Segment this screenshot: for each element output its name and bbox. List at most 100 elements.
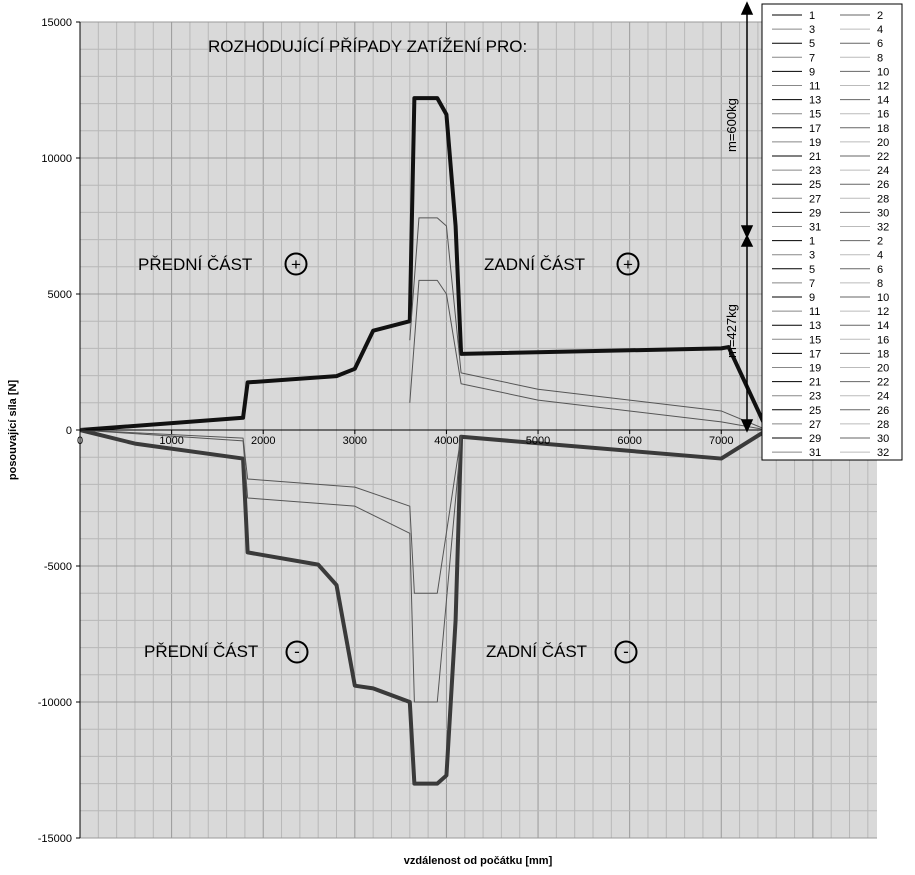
legend-label: 6 xyxy=(877,264,883,276)
legend-label: 15 xyxy=(809,334,821,346)
legend-label: 9 xyxy=(809,66,815,78)
legend-label: 4 xyxy=(877,24,883,36)
series-line-max-600kg xyxy=(79,96,769,432)
legend-label: 32 xyxy=(877,222,889,234)
legend-label: 1 xyxy=(809,236,815,248)
chart-title: ROZHODUJÍCÍ PŘÍPADY ZATÍŽENÍ PRO: xyxy=(208,37,527,56)
series-line-thin-inner xyxy=(79,429,462,594)
legend-label: 23 xyxy=(809,391,821,403)
minus-circle-icon: - xyxy=(285,640,309,664)
legend-label: 27 xyxy=(809,419,821,431)
legend-label: 11 xyxy=(809,81,820,93)
legend-label: 19 xyxy=(809,137,821,149)
legend-label: 7 xyxy=(809,278,815,290)
legend-label: 20 xyxy=(877,363,889,375)
legend-label: 31 xyxy=(809,222,821,234)
legend-label: 26 xyxy=(877,405,889,417)
legend-label: 5 xyxy=(809,264,815,276)
legend-label: 9 xyxy=(809,292,815,304)
legend-label: 32 xyxy=(877,447,889,459)
legend-label: 25 xyxy=(809,179,821,191)
legend-label: 10 xyxy=(877,292,889,304)
legend-label: 11 xyxy=(809,306,820,318)
legend-label: 8 xyxy=(877,278,883,290)
x-tick-label: 5000 xyxy=(526,435,550,447)
series-line-thin-inner xyxy=(79,429,462,703)
mass-427-label: m=427kg xyxy=(724,304,739,358)
legend-label: 16 xyxy=(877,109,889,121)
series-line-thin-inner xyxy=(409,217,768,431)
legend-label: 28 xyxy=(877,193,889,205)
legend-label: 2 xyxy=(877,10,883,22)
front-plus-label: PŘEDNÍ ČÁST xyxy=(138,255,252,274)
y-tick-label: 0 xyxy=(66,425,72,437)
legend-label: 17 xyxy=(809,123,821,135)
rear-plus-label: ZADNÍ ČÁST xyxy=(484,255,585,274)
x-tick-label: 2000 xyxy=(251,435,275,447)
legend-label: 2 xyxy=(877,236,883,248)
mass-427-arrow xyxy=(740,234,754,433)
y-tick-label: -5000 xyxy=(44,561,72,573)
legend-label: 21 xyxy=(809,377,821,389)
x-tick-label: 3000 xyxy=(343,435,367,447)
legend-label: 18 xyxy=(877,123,889,135)
y-tick-label: 10000 xyxy=(41,153,72,165)
legend-label: 6 xyxy=(877,38,883,50)
legend-label: 19 xyxy=(809,363,821,375)
minus-circle-icon: - xyxy=(614,640,638,664)
plus-circle-icon: + xyxy=(284,252,308,276)
legend-label: 7 xyxy=(809,52,815,64)
legend-label: 25 xyxy=(809,405,821,417)
legend-label: 31 xyxy=(809,447,821,459)
legend-label: 30 xyxy=(877,433,889,445)
legend-label: 10 xyxy=(877,66,889,78)
legend-label: 28 xyxy=(877,419,889,431)
legend-label: 1 xyxy=(809,10,815,22)
x-tick-label: 6000 xyxy=(617,435,641,447)
legend-label: 5 xyxy=(809,38,815,50)
legend-label: 23 xyxy=(809,165,821,177)
legend-label: 18 xyxy=(877,348,889,360)
legend-label: 29 xyxy=(809,433,821,445)
legend-label: 22 xyxy=(877,377,889,389)
x-tick-label: 7000 xyxy=(709,435,733,447)
legend-label: 3 xyxy=(809,24,815,36)
series-line-thin-inner xyxy=(409,279,768,431)
mass-600-arrow xyxy=(740,1,754,239)
y-axis-title: posouvající síla [N] xyxy=(7,380,19,481)
legend-label: 14 xyxy=(877,95,889,107)
legend-label: 24 xyxy=(877,165,889,177)
y-tick-label: -10000 xyxy=(38,697,72,709)
legend-label: 17 xyxy=(809,348,821,360)
y-tick-label: 5000 xyxy=(48,289,72,301)
legend-label: 13 xyxy=(809,95,821,107)
x-axis-title: vzdálenost od počátku [mm] xyxy=(404,855,553,867)
plus-sign: + xyxy=(623,255,633,274)
minus-sign: - xyxy=(623,642,629,661)
legend-label: 4 xyxy=(877,250,883,262)
series-lines xyxy=(79,96,769,786)
rear-minus-label: ZADNÍ ČÁST xyxy=(486,642,587,661)
legend-label: 13 xyxy=(809,320,821,332)
legend-label: 12 xyxy=(877,81,889,93)
legend-box xyxy=(761,3,903,461)
legend-label: 15 xyxy=(809,109,821,121)
legend-label: 26 xyxy=(877,179,889,191)
legend-label: 20 xyxy=(877,137,889,149)
x-tick-label: 1000 xyxy=(159,435,183,447)
y-tick-label: -15000 xyxy=(38,833,72,845)
legend-label: 21 xyxy=(809,151,821,163)
mass-600-label: m=600kg xyxy=(724,98,739,152)
y-tick-label: 15000 xyxy=(41,17,72,29)
x-tick-label: 0 xyxy=(77,435,83,447)
plus-sign: + xyxy=(291,255,301,274)
legend-label: 30 xyxy=(877,207,889,219)
legend-label: 16 xyxy=(877,334,889,346)
x-tick-label: 4000 xyxy=(434,435,458,447)
legend-label: 3 xyxy=(809,250,815,262)
legend-label: 29 xyxy=(809,207,821,219)
legend-label: 14 xyxy=(877,320,889,332)
series-line-min-600kg xyxy=(79,428,769,786)
